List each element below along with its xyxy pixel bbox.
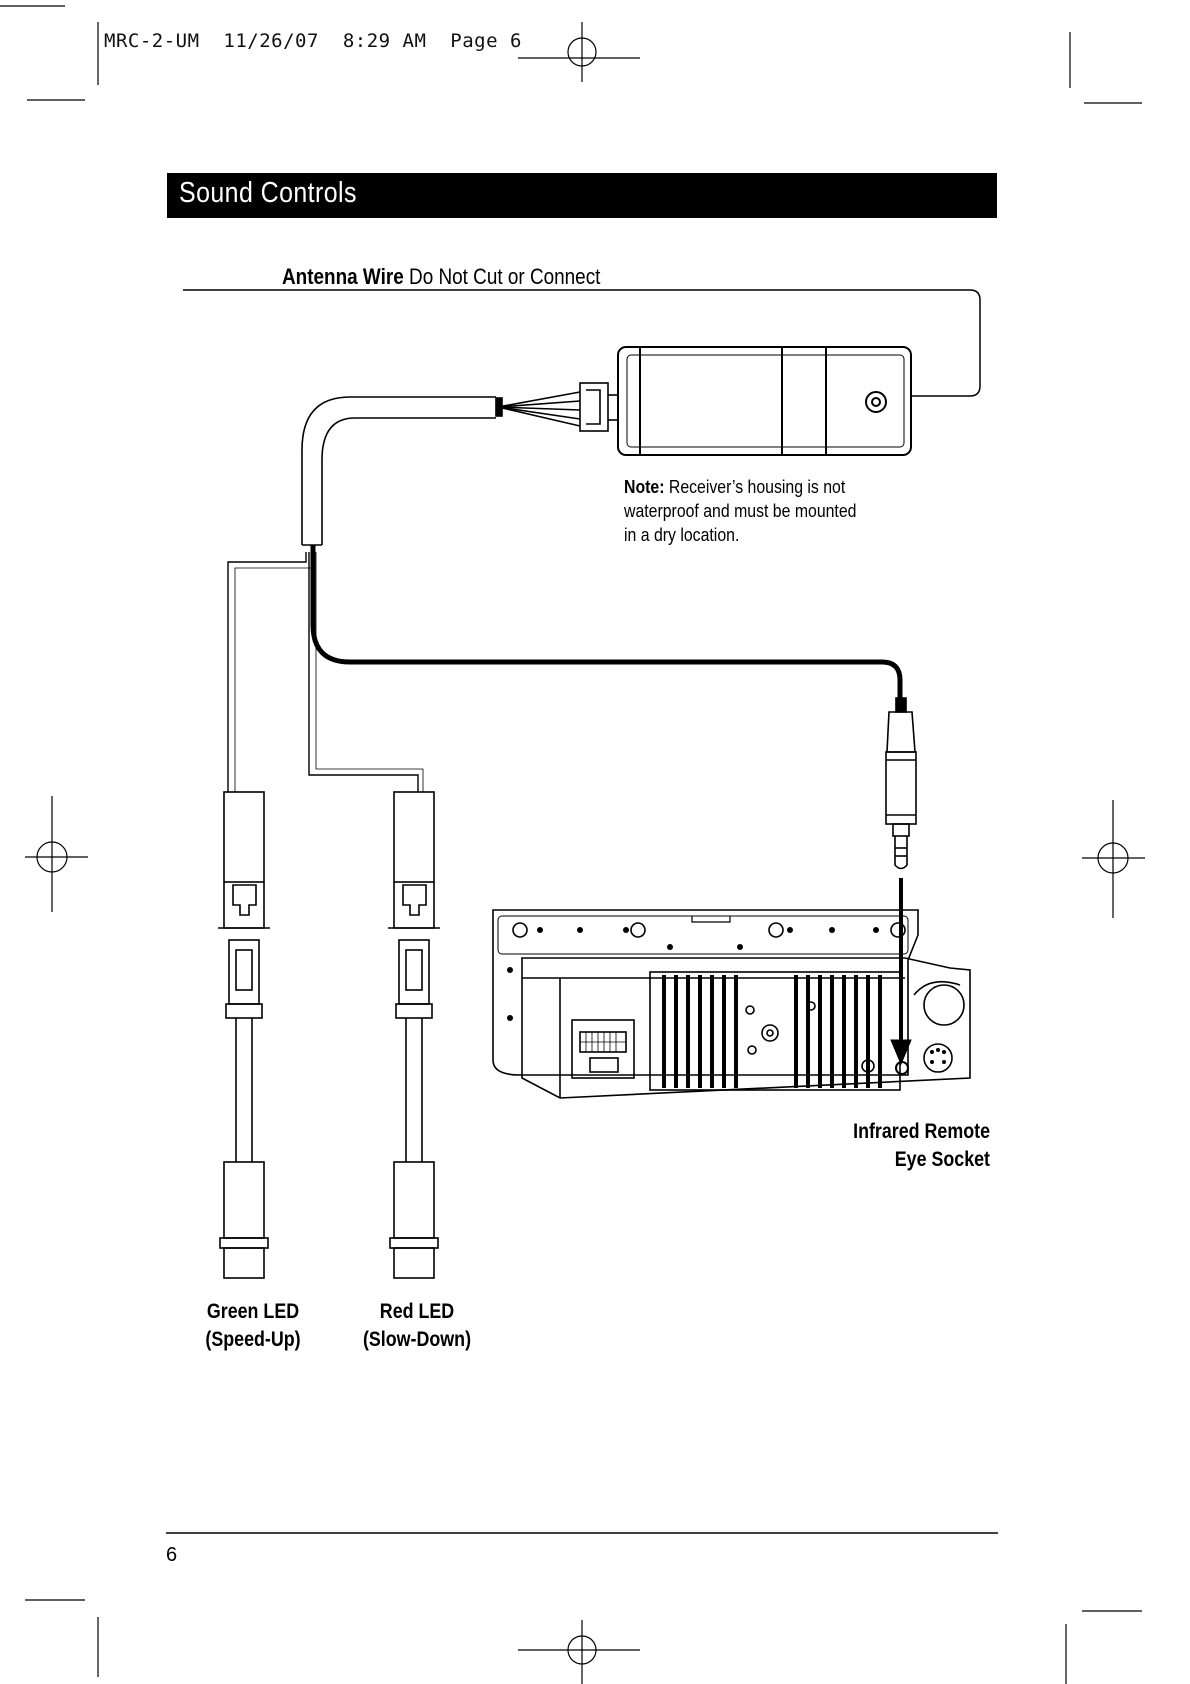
ir-socket-caption-line-2: Eye Socket <box>829 1146 991 1174</box>
main-cable <box>302 397 496 545</box>
green-led-caption-line-2: (Speed-Up) <box>198 1326 309 1354</box>
red-led-caption-line-2: (Slow-Down) <box>353 1326 481 1354</box>
print-slug: MRC-2-UM 11/26/07 8:29 AM Page 6 <box>104 30 522 52</box>
red-led-assembly <box>388 792 440 1278</box>
antenna-wire-label: Antenna Wire Do Not Cut or Connect <box>282 264 600 290</box>
red-led-caption: Red LED (Slow-Down) <box>353 1298 481 1354</box>
green-led-assembly <box>218 792 270 1278</box>
antenna-wire-label-rest: Do Not Cut or Connect <box>404 264 601 289</box>
red-led-caption-line-1: Red LED <box>353 1298 481 1326</box>
stereo-head-unit <box>493 910 970 1098</box>
green-led-caption-line-1: Green LED <box>198 1298 309 1326</box>
note-heading: Note: <box>624 477 664 497</box>
slug-time: 8:29 AM <box>343 30 427 52</box>
section-title: Sound Controls <box>179 177 357 210</box>
page-number: 6 <box>166 1544 177 1567</box>
antenna-wire <box>183 290 980 396</box>
ir-plug <box>886 698 916 869</box>
slug-page: Page 6 <box>450 30 522 52</box>
housing-note: Note: Receiver’s housing is not waterpro… <box>624 475 856 547</box>
red-led-wire <box>309 552 423 792</box>
receiver-connector <box>496 383 618 431</box>
ir-socket-caption: Infrared Remote Eye Socket <box>829 1118 991 1174</box>
receiver-box <box>618 347 911 455</box>
slug-file: MRC-2-UM <box>104 30 200 52</box>
note-line-1: Receiver’s housing is not <box>664 477 845 497</box>
ir-socket-caption-line-1: Infrared Remote <box>829 1118 991 1146</box>
green-led-wire <box>228 552 311 792</box>
note-line-2: waterproof and must be mounted <box>624 499 856 523</box>
slug-date: 11/26/07 <box>223 30 319 52</box>
antenna-wire-label-bold: Antenna Wire <box>282 264 404 289</box>
section-banner: Sound Controls <box>167 173 997 218</box>
green-led-caption: Green LED (Speed-Up) <box>198 1298 309 1354</box>
ir-cable <box>313 545 900 698</box>
note-line-3: in a dry location. <box>624 523 856 547</box>
crop-marks <box>0 6 1145 1684</box>
